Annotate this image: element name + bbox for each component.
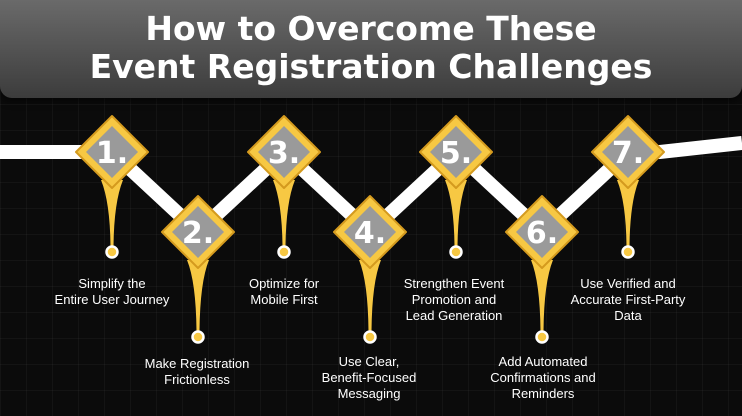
step-4-pin-stem	[359, 260, 381, 331]
step-3-diamond-inner	[258, 126, 310, 178]
step-1-number: 1.	[96, 136, 128, 171]
step-5-diamond-inner	[430, 126, 482, 178]
step-1-pin-dot	[105, 245, 119, 259]
step-5-badge: 5.	[419, 115, 493, 259]
step-7-diamond-inner	[602, 126, 654, 178]
step-6-pin-stem	[531, 260, 553, 331]
step-6-number: 6.	[526, 216, 558, 251]
step-3-pin-dot	[277, 245, 291, 259]
step-5-pin-dot	[449, 245, 463, 259]
step-7-badge: 7.	[591, 115, 665, 259]
title-banner	[0, 0, 742, 98]
step-2-diamond-inner	[172, 206, 224, 258]
step-6-badge: 6.	[505, 195, 579, 344]
title-line-1: How to Overcome These	[145, 9, 597, 48]
step-1-pin-stem	[101, 180, 123, 246]
step-3-badge: 3.	[247, 115, 321, 259]
step-1-diamond-inner	[86, 126, 138, 178]
step-2-badge: 2.	[161, 195, 235, 344]
step-4-pin-dot	[363, 330, 377, 344]
step-3-number: 3.	[268, 136, 300, 171]
step-4-diamond-inner	[344, 206, 396, 258]
step-1-badge: 1.	[75, 115, 149, 259]
step-6-pin-dot	[535, 330, 549, 344]
step-4-badge: 4.	[333, 195, 407, 344]
step-6-diamond-inner	[516, 206, 568, 258]
step-2-number: 2.	[182, 216, 214, 251]
step-7-number: 7.	[612, 136, 644, 171]
step-5-pin-stem	[445, 180, 467, 246]
step-3-pin-stem	[273, 180, 295, 246]
step-7-pin-dot	[621, 245, 635, 259]
step-7-pin-stem	[617, 180, 639, 246]
step-5-number: 5.	[440, 136, 472, 171]
step-2-pin-stem	[187, 260, 209, 331]
step-2-pin-dot	[191, 330, 205, 344]
title-line-2: Event Registration Challenges	[89, 47, 653, 86]
step-4-number: 4.	[354, 216, 386, 251]
page-title: How to Overcome These Event Registration…	[0, 10, 742, 86]
